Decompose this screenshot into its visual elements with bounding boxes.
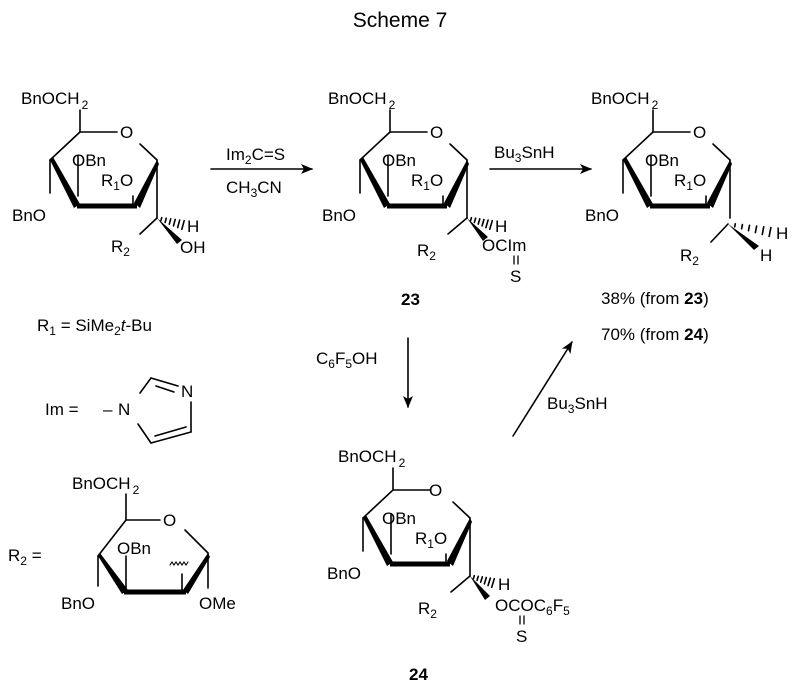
bno-label: BnO	[322, 206, 356, 225]
obn-label: OBn	[382, 151, 416, 170]
bno-label: BnO	[327, 564, 361, 583]
im-definition: Im = – N N	[45, 377, 193, 444]
reaction-arrow-3: C6F5OH	[316, 337, 413, 408]
imidazole-ring	[137, 377, 192, 444]
svg-text:BnO: BnO	[61, 594, 95, 613]
r1-definition: R1 = SiMe2t-Bu	[37, 316, 152, 338]
scheme-title: Scheme 7	[353, 9, 448, 32]
imidazole-n3: N	[181, 382, 193, 401]
obn-label: OBn	[72, 151, 106, 170]
thio-sulfur: S	[516, 627, 527, 646]
reagent-bu3snh-2: Bu3SnH	[547, 394, 608, 416]
wedge-bond	[728, 224, 759, 250]
imidazole-n1: N	[118, 400, 130, 419]
hashed-bond	[160, 216, 185, 231]
h-label: H	[495, 217, 507, 236]
svg-text:OMe: OMe	[199, 594, 236, 613]
h-label-2: H	[760, 246, 772, 265]
hashed-bond	[733, 222, 772, 238]
pyranose-ring-bonds	[49, 109, 159, 219]
r2-sugar-bonds	[97, 493, 210, 595]
bno-label: BnO	[585, 206, 619, 225]
svg-text:O: O	[163, 511, 176, 530]
ring-oxygen: O	[429, 481, 442, 500]
ring-oxygen: O	[693, 123, 706, 142]
svg-text:OBn: OBn	[117, 539, 151, 558]
svg-text:Im =: Im =	[45, 400, 79, 419]
svg-text:R1 = SiMe2t-Bu: R1 = SiMe2t-Bu	[37, 316, 152, 338]
yield-from-23: 38% (from 23)	[601, 289, 709, 308]
reaction-arrow-1: Im2C=S CH3CN	[210, 145, 313, 200]
wedge-bond	[470, 576, 490, 600]
svg-text:–: –	[103, 400, 113, 419]
oh-label: OH	[180, 238, 206, 257]
hashed-bond	[469, 216, 494, 231]
compound-number-23: 23	[401, 290, 420, 309]
r2-label: R2	[680, 246, 699, 268]
reagent-im2cs: Im2C=S	[226, 145, 285, 167]
r1o-label: R1O	[101, 171, 133, 193]
obn-label: OBn	[645, 151, 679, 170]
pyranose-ring-bonds	[622, 109, 732, 219]
pyranose-ring-bonds	[359, 109, 469, 219]
h-label: H	[498, 575, 510, 594]
thiocarbonyl-imidazole-label: OCIm	[482, 236, 526, 255]
h-label-1: H	[776, 224, 788, 243]
reaction-arrow-4: Bu3SnH	[512, 341, 608, 437]
r1o-label: R1O	[674, 171, 706, 193]
wedge-bond	[467, 218, 488, 241]
r2-label: R2	[417, 241, 436, 263]
r1o-label: R1O	[411, 171, 443, 193]
yield-from-24: 70% (from 24)	[601, 325, 709, 344]
wavy-bond	[169, 561, 189, 566]
ring-oxygen: O	[430, 123, 443, 142]
r2-label: R2	[418, 599, 437, 621]
thiocarbonate-label: OCOC6F5	[495, 596, 570, 618]
r2-label: R2	[111, 237, 130, 259]
hashed-bond	[472, 574, 496, 589]
ring-oxygen: O	[120, 123, 133, 142]
compound-number-24: 24	[409, 665, 428, 684]
thio-sulfur: S	[510, 267, 521, 286]
reagent-c6f5oh: C6F5OH	[316, 349, 378, 371]
reagent-bu3snh: Bu3SnH	[494, 143, 555, 165]
obn-label: OBn	[382, 509, 416, 528]
svg-text:R2 =: R2 =	[8, 546, 42, 568]
r1o-label: R1O	[415, 529, 447, 551]
wedge-bond	[157, 218, 182, 244]
h-label: H	[187, 217, 199, 236]
bno-label: BnO	[12, 206, 46, 225]
reaction-arrow-2: Bu3SnH	[489, 143, 592, 174]
solvent-ch3cn: CH3CN	[226, 178, 282, 200]
pyranose-ring-bonds	[362, 467, 472, 577]
